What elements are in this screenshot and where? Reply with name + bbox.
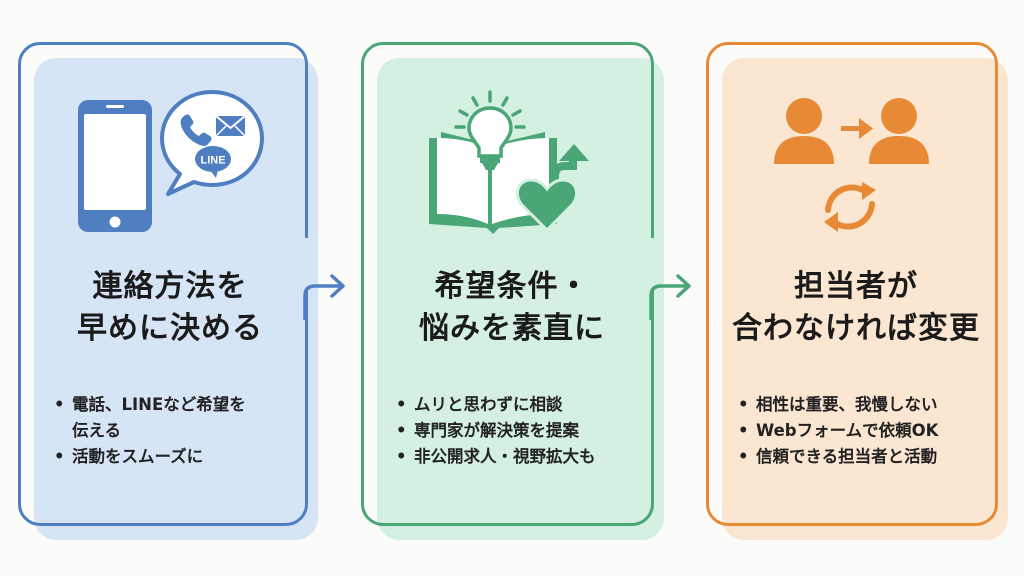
smartphone-chat-bubble-icon: LINE xyxy=(70,86,270,236)
person-icon xyxy=(869,98,929,164)
bullet-item: ムリと思わずに相談 xyxy=(394,392,649,418)
person-icon xyxy=(774,98,834,164)
bullet-list: ムリと思わずに相談 専門家が解決策を提案 非公開求人・視野拡大も xyxy=(394,392,649,470)
bullet-item: 信頼できる担当者と活動 xyxy=(736,444,996,470)
refresh-icon xyxy=(825,184,875,230)
title-line-2: 早めに決める xyxy=(77,311,263,346)
bullet-item: 電話、LINEなど希望を 伝える xyxy=(52,392,302,444)
chat-bubble-icon: LINE xyxy=(160,90,264,196)
title-line-1: 担当者が xyxy=(794,269,918,304)
mail-icon xyxy=(215,115,246,137)
title-line-1: 希望条件・ xyxy=(434,269,590,304)
line-bubble-icon: LINE xyxy=(195,146,231,178)
lightbulb-rays xyxy=(454,90,526,129)
phone-icon xyxy=(180,114,212,146)
title-line-2: 悩みを素直に xyxy=(419,311,605,346)
step-title: 担当者が 合わなければ変更 xyxy=(720,266,992,350)
card-outline xyxy=(18,42,308,526)
bullet-item: 相性は重要、我慢しない xyxy=(736,392,996,418)
lightbulb-icon xyxy=(467,106,513,170)
card-outline xyxy=(706,42,998,526)
title-line-2: 合わなければ変更 xyxy=(732,311,980,346)
bullet-item: Webフォームで依頼OK xyxy=(736,418,996,444)
card-panel xyxy=(722,58,1008,540)
svg-text:LINE: LINE xyxy=(200,155,225,167)
step-title: 連絡方法を 早めに決める xyxy=(34,266,306,350)
bullet-list: 電話、LINEなど希望を 伝える 活動をスムーズに xyxy=(52,392,302,470)
bullet-item: 専門家が解決策を提案 xyxy=(394,418,649,444)
bullet-item: 活動をスムーズに xyxy=(52,444,302,470)
card-panel xyxy=(34,58,318,540)
bullet-item: 非公開求人・視野拡大も xyxy=(394,444,649,470)
heart-icon xyxy=(515,178,579,233)
card-outline xyxy=(361,42,654,526)
book-lightbulb-heart-icon xyxy=(425,88,605,238)
curved-arrow-right-icon xyxy=(649,274,691,320)
curved-arrow-right-icon xyxy=(303,274,345,320)
title-line-1: 連絡方法を xyxy=(92,269,248,304)
step-title: 希望条件・ 悩みを素直に xyxy=(377,266,647,350)
right-arrow-icon xyxy=(841,118,873,139)
bullet-list: 相性は重要、我慢しない Webフォームで依頼OK 信頼できる担当者と活動 xyxy=(736,392,996,470)
card-panel xyxy=(377,58,664,540)
up-arrow-icon xyxy=(551,144,589,190)
smartphone-icon xyxy=(78,100,152,232)
person-swap-refresh-icon xyxy=(770,92,930,242)
open-book-icon xyxy=(429,132,557,234)
